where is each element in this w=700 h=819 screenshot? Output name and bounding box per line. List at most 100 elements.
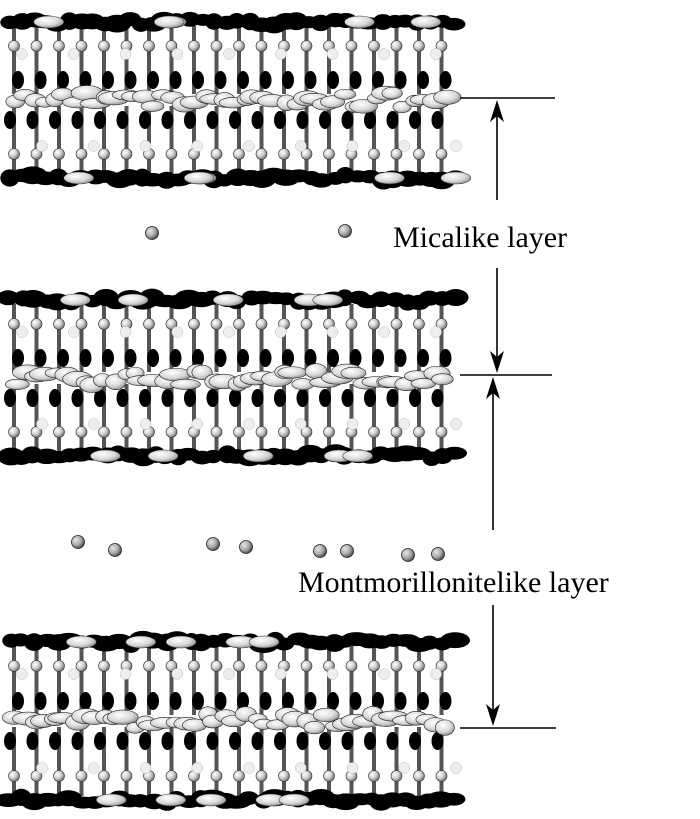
oxygen-atom	[296, 111, 309, 129]
interlayer-cation	[431, 547, 445, 561]
hydrogen-atom	[378, 668, 390, 680]
oxygen-atom	[259, 349, 272, 367]
interlayer-cation	[108, 543, 122, 557]
hydrogen-atom	[430, 326, 442, 338]
silicon-atom	[413, 660, 425, 672]
interlayer-cation	[206, 537, 220, 551]
interlayer-cation	[340, 544, 354, 558]
oxygen-atom	[155, 793, 187, 807]
silicon-atom	[75, 770, 88, 782]
hydrogen-atom	[450, 140, 462, 152]
oxygen-atom	[442, 289, 469, 307]
silicon-atom	[165, 148, 178, 160]
oxygen-atom	[238, 791, 259, 805]
silicon-atom	[255, 318, 268, 330]
micalike-layer-label: Micalike layer	[393, 221, 567, 254]
oxygen-atom	[206, 732, 219, 750]
interlayer-cation	[401, 548, 415, 562]
oxygen-atom	[26, 732, 39, 750]
silicon-atom	[30, 318, 43, 330]
silicon-atom	[233, 318, 245, 330]
silicon-atom	[8, 40, 20, 52]
oxygen-atom	[248, 635, 280, 649]
silicon-atom	[98, 148, 110, 160]
oxygen-atom	[282, 71, 294, 89]
octahedral-atom	[320, 95, 345, 109]
oxygen-atom	[195, 793, 227, 807]
oxygen-atom	[274, 389, 286, 407]
hydrogen-atom	[36, 762, 48, 774]
oxygen-atom	[394, 692, 407, 710]
oxygen-atom	[386, 111, 399, 129]
silicon-atom	[8, 660, 20, 672]
silicon-atom	[300, 40, 313, 52]
silicon-atom	[188, 660, 200, 672]
oxygen-atom	[296, 732, 309, 750]
oxygen-atom	[206, 389, 219, 407]
hydrogen-atom	[139, 140, 152, 152]
silicon-atom	[210, 318, 223, 330]
interlayer-cation	[145, 226, 159, 240]
oxygen-atom	[204, 449, 223, 464]
interlayer-cation	[239, 540, 253, 554]
silicon-atom	[53, 148, 65, 160]
silicon-atom	[165, 660, 178, 672]
silicon-atom	[300, 660, 313, 672]
silicon-atom	[30, 426, 43, 438]
oxygen-atom	[34, 349, 47, 367]
octahedral-atom	[434, 719, 455, 736]
silicon-atom	[30, 148, 43, 160]
hydrogen-atom	[243, 418, 255, 430]
oxygen-atom	[372, 349, 384, 367]
silicon-atom	[323, 148, 335, 160]
silicon-atom	[188, 40, 200, 52]
oxygen-atom	[57, 71, 69, 89]
oxygen-atom	[153, 15, 185, 29]
oxygen-atom	[66, 635, 97, 649]
silicon-atom	[53, 770, 65, 782]
silicon-atom	[435, 770, 448, 782]
oxygen-atom	[206, 111, 219, 129]
oxygen-atom	[251, 111, 264, 129]
hydrogen-atom	[450, 418, 462, 430]
hydrogen-atom	[430, 48, 442, 60]
hydrogen-atom	[119, 48, 132, 60]
hydrogen-atom	[346, 418, 359, 430]
oxygen-atom	[349, 349, 362, 367]
silicon-atom	[210, 660, 223, 672]
oxygen-atom	[125, 635, 157, 649]
oxygen-atom	[274, 111, 286, 129]
hydrogen-atom	[223, 48, 235, 60]
oxygen-atom	[440, 171, 472, 185]
silicon-atom	[255, 148, 268, 160]
oxygen-atom	[327, 71, 339, 89]
silicon-atom	[278, 426, 290, 438]
interlayer-cations-lower	[71, 535, 445, 562]
hydrogen-atom	[88, 762, 100, 774]
silicon-atom	[98, 660, 110, 672]
silicon-atom	[413, 40, 425, 52]
silicon-atom	[75, 318, 88, 330]
silicon-atom	[368, 426, 380, 438]
silicon-atom	[233, 148, 245, 160]
hydrogen-atom	[326, 48, 339, 60]
oxygen-atom	[237, 692, 249, 710]
hydrogen-atom	[68, 668, 80, 680]
oxygen-atom	[304, 71, 317, 89]
hydrogen-atom	[275, 326, 287, 338]
hydrogen-atom	[223, 668, 235, 680]
silicate-layer-bottom	[0, 630, 471, 811]
silicon-atom	[300, 148, 313, 160]
oxygen-atom	[49, 732, 61, 750]
oxygen-atom	[57, 349, 69, 367]
hydrogen-atom	[119, 326, 132, 338]
silicon-atom	[390, 770, 403, 782]
hydrogen-atom	[295, 762, 307, 774]
oxygen-atom	[161, 732, 174, 750]
oxygen-atom	[184, 732, 196, 750]
oxygen-atom	[417, 349, 429, 367]
oxygen-atom	[214, 71, 227, 89]
silicate-layer-middle	[0, 288, 469, 467]
silicon-atom	[233, 770, 245, 782]
oxygen-atom	[274, 732, 286, 750]
